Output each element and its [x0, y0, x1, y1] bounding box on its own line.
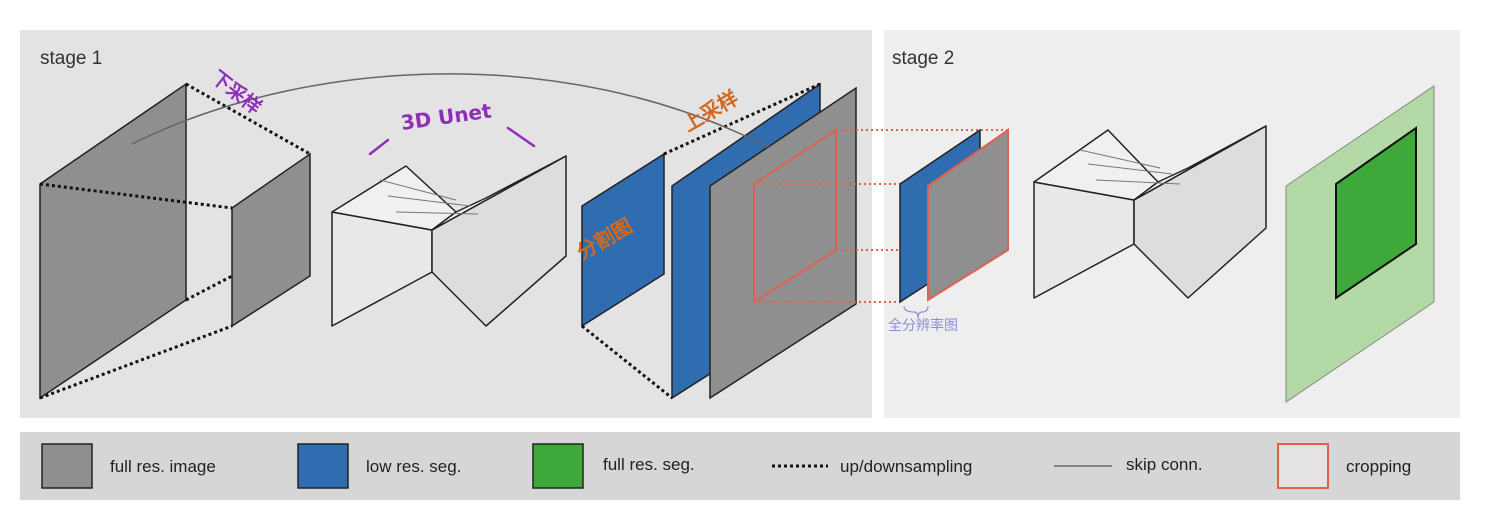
legend-label-low-res-seg: low res. seg. — [366, 457, 461, 476]
legend-label-cropping: cropping — [1346, 457, 1411, 476]
upsampling-dotted-lines — [581, 82, 821, 400]
crop-projection-lines — [754, 129, 1008, 303]
legend-label-updownsampling: up/downsampling — [840, 457, 972, 476]
unet-stage2 — [1033, 125, 1267, 299]
legend-swatch-full-res-seg — [532, 443, 584, 489]
downsampling-dotted-lines — [39, 82, 311, 400]
legend-label-full-res-image: full res. image — [110, 457, 216, 476]
stage2-title: stage 2 — [892, 48, 954, 69]
low-res-seg-slab — [581, 152, 665, 328]
annotation-unet-dashes — [368, 126, 536, 156]
legend-swatch-low-res-seg — [297, 443, 349, 489]
stage1-title: stage 1 — [40, 48, 102, 69]
legend: full res. image low res. seg. full res. … — [41, 443, 1411, 489]
legend-label-skip-conn: skip conn. — [1126, 455, 1203, 474]
cropped-image-slab — [927, 128, 1009, 302]
legend-label-full-res-seg: full res. seg. — [603, 455, 695, 474]
full-res-image-slab — [709, 86, 857, 400]
skip-connection-arc — [131, 73, 771, 149]
hires-brace — [903, 305, 929, 319]
legend-swatch-cropping — [1277, 443, 1329, 489]
legend-swatch-full-res-image — [41, 443, 93, 489]
annotation-hires-map: 全分辨率图 — [888, 317, 958, 334]
unet-stage1 — [331, 155, 567, 327]
downsampled-image-slab — [231, 152, 311, 328]
legend-panel — [20, 432, 1460, 500]
full-res-seg-output — [1335, 126, 1417, 300]
